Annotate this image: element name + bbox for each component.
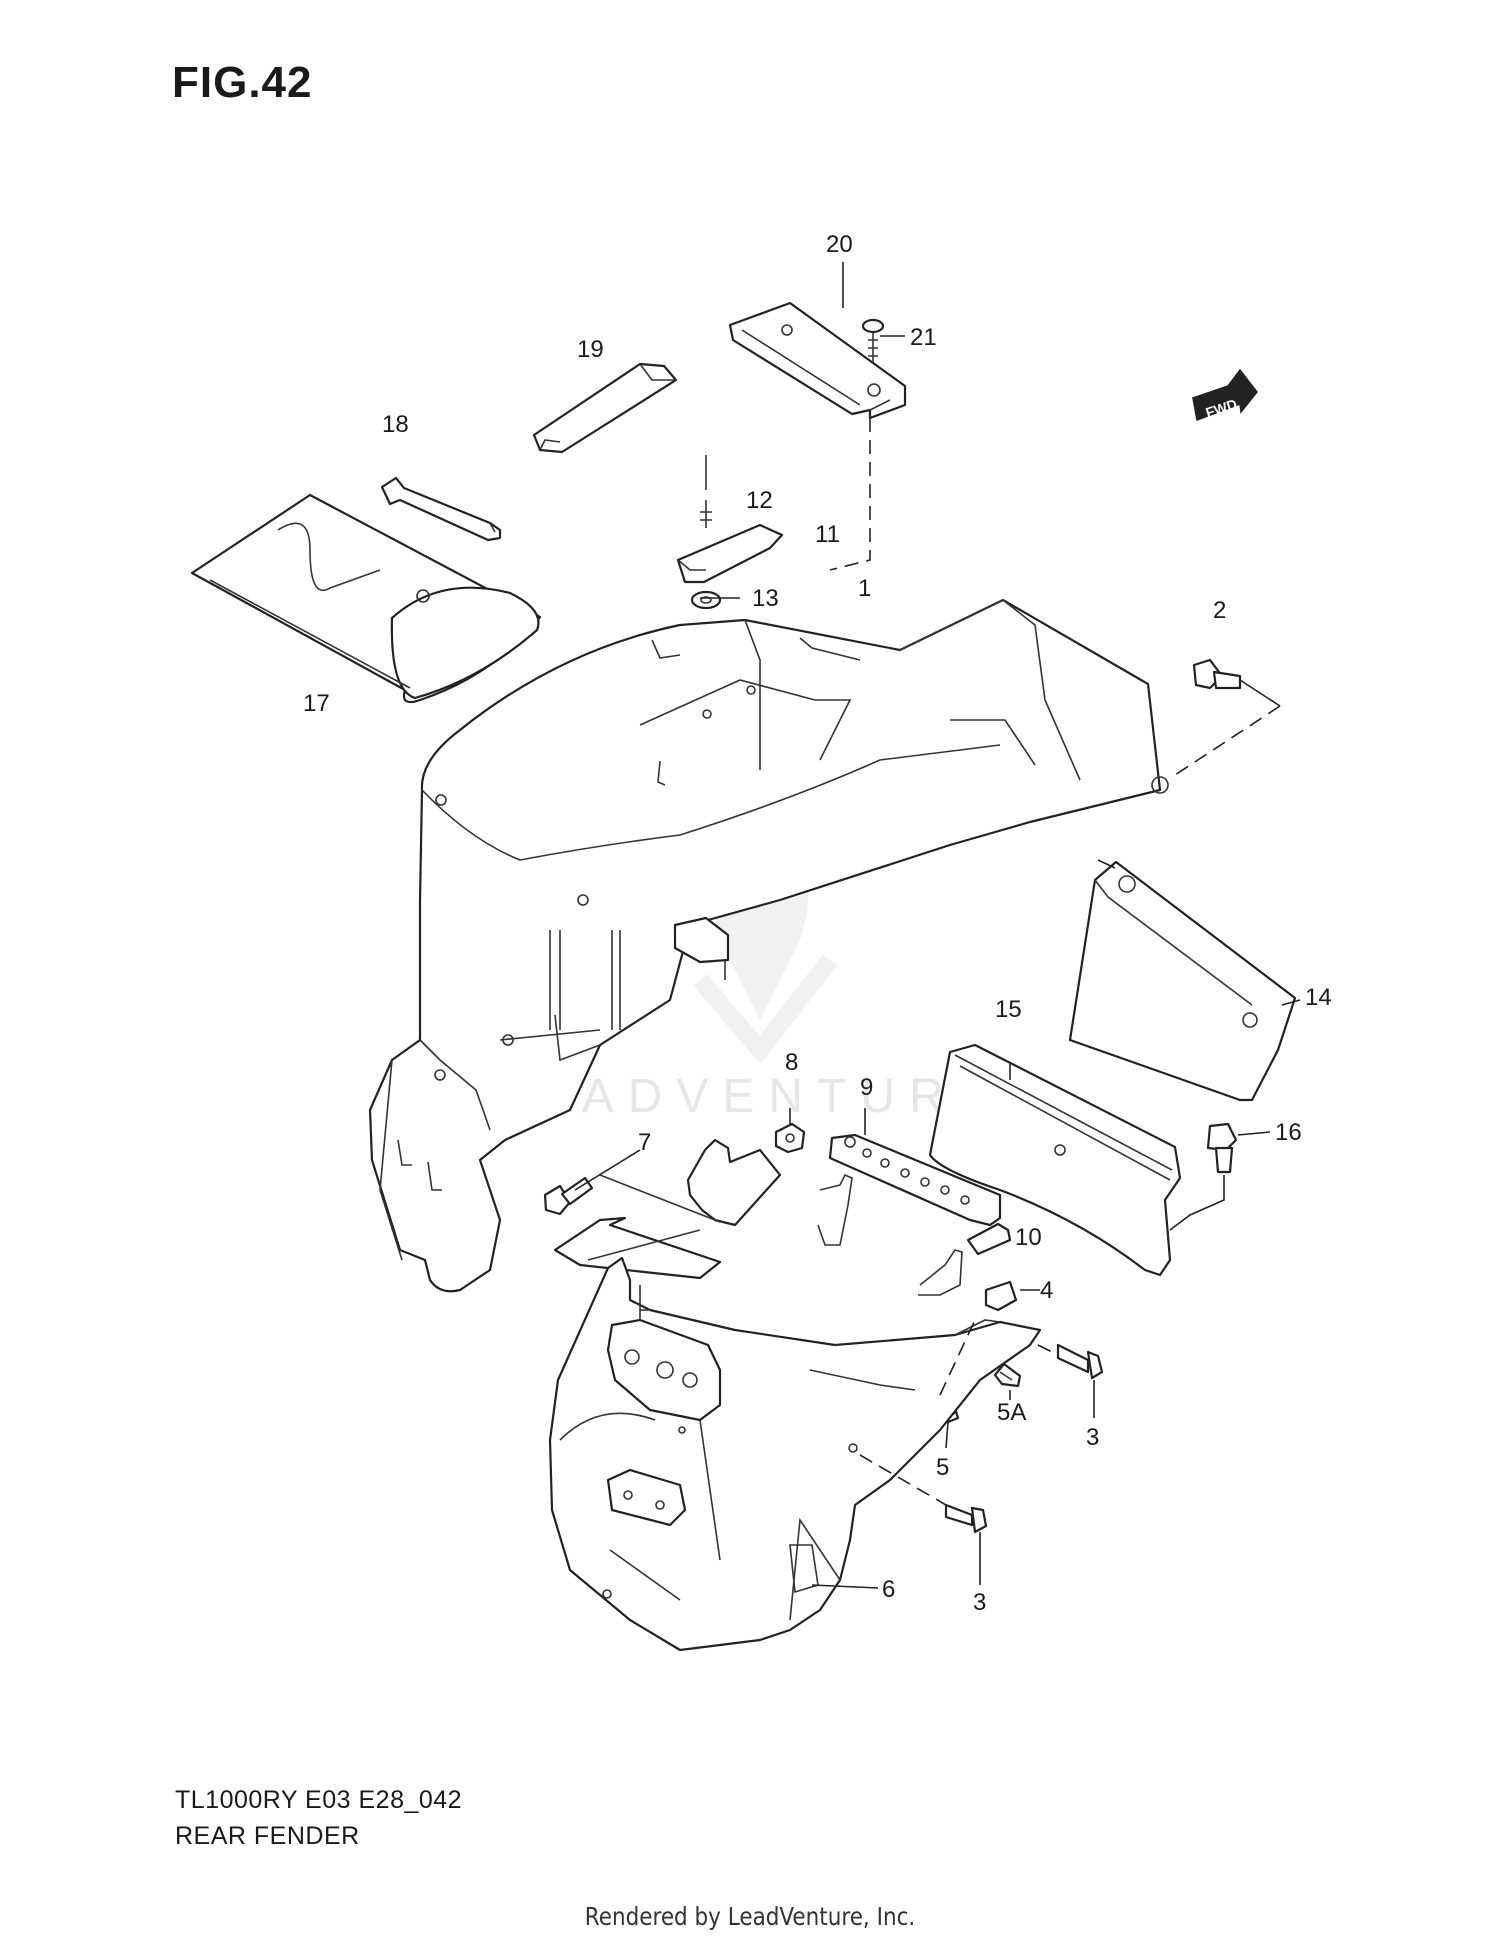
callout-20: 20 — [826, 231, 853, 258]
part-3-screw-lower — [944, 1503, 988, 1534]
callout-4: 4 — [1040, 1277, 1053, 1304]
callout-6: 6 — [882, 1576, 895, 1603]
callout-21: 21 — [910, 324, 937, 351]
callout-17: 17 — [303, 690, 330, 717]
part-14-cover — [1068, 860, 1297, 1102]
callout-12: 12 — [746, 487, 773, 514]
callout-3-upper: 3 — [1086, 1424, 1099, 1451]
part-8-nut — [774, 1122, 806, 1154]
part-6-rear-fender-lower — [548, 1256, 1042, 1652]
callout-15: 15 — [995, 996, 1022, 1023]
part-5a-clip-nut — [993, 1362, 1022, 1388]
part-1-rear-fender-main — [368, 598, 1169, 1293]
callout-14: 14 — [1305, 984, 1332, 1011]
part-16-bolt — [1206, 1122, 1238, 1174]
callout-11: 11 — [815, 521, 840, 548]
callout-10: 10 — [1015, 1224, 1042, 1251]
leader-lines — [574, 262, 1301, 1589]
part-18-wrench — [380, 476, 502, 542]
callout-19: 19 — [577, 336, 604, 363]
part-4-clip — [984, 1280, 1018, 1312]
part-10-mount-bracket — [553, 1138, 782, 1280]
part-19-strap — [532, 362, 678, 454]
callout-7: 7 — [638, 1129, 651, 1156]
callout-2: 2 — [1213, 597, 1226, 624]
callout-13: 13 — [752, 585, 779, 612]
fwd-arrow-icon: FWD — [1192, 368, 1258, 422]
figure-caption: REAR FENDER — [175, 1822, 360, 1850]
callout-1: 1 — [858, 575, 871, 602]
figure-title: FIG.42 — [172, 58, 313, 107]
part-21-screw — [861, 318, 885, 362]
callout-9: 9 — [860, 1074, 873, 1101]
callout-18: 18 — [382, 411, 409, 438]
callout-numbers: 20 21 19 18 12 11 13 1 2 17 14 15 8 9 16… — [303, 231, 1332, 1616]
part-15-reflector-panel — [928, 1043, 1182, 1277]
part-9-turn-signal-bracket — [817, 1133, 1012, 1296]
callout-16: 16 — [1275, 1119, 1302, 1146]
callout-8: 8 — [785, 1049, 798, 1076]
part-7-bolt — [543, 1176, 594, 1216]
model-code: TL1000RY E03 E28_042 — [175, 1786, 463, 1814]
part-12-bracket — [676, 455, 784, 584]
footer-credit: Rendered by LeadVenture, Inc. — [584, 1902, 916, 1931]
callout-5: 5 — [936, 1454, 949, 1481]
callout-3-lower: 3 — [973, 1589, 986, 1616]
part-2-bolt — [1192, 658, 1242, 690]
callout-5a: 5A — [997, 1399, 1026, 1426]
part-17-tool-bag — [190, 493, 542, 704]
part-13-washer — [690, 590, 722, 610]
part-3-screw-upper — [1056, 1343, 1104, 1380]
